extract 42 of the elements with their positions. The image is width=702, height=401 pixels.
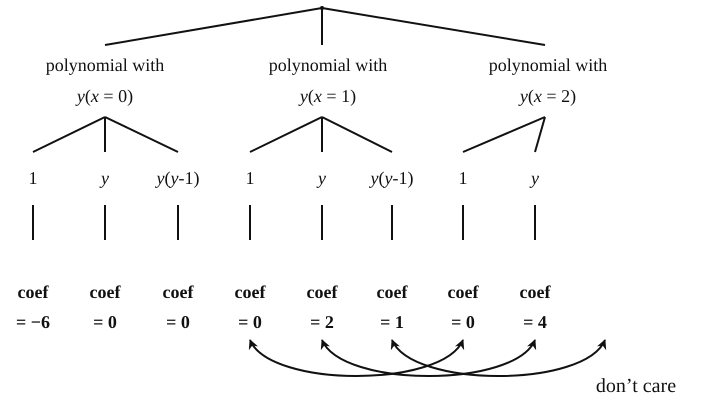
term-label: y <box>531 168 539 190</box>
tree-line <box>104 116 178 153</box>
coefficient-label: coef = 0 <box>234 280 267 334</box>
coefficient-label: coef = 0 <box>88 280 122 334</box>
node-label: polynomial with y(x = 0) <box>44 54 166 108</box>
coefficient-label: coef = 1 <box>376 280 409 334</box>
curved-arrow <box>249 339 464 377</box>
tree-line <box>321 8 323 45</box>
tree-line <box>104 117 106 152</box>
tree-line <box>321 205 323 240</box>
curved-arrow <box>321 339 536 377</box>
tree-line <box>322 7 546 46</box>
term-label: y <box>101 168 109 190</box>
tree-line <box>104 7 322 46</box>
coefficient-label: coef = 0 <box>162 280 195 334</box>
coefficient-label: coef = 2 <box>306 280 339 334</box>
term-label: y <box>318 168 326 190</box>
tree-line <box>534 205 536 240</box>
coefficient-label: coef = 4 <box>518 280 552 334</box>
tree-line <box>32 116 106 153</box>
term-label: 1 <box>458 168 468 190</box>
term-label: 1 <box>28 168 38 190</box>
coefficient-label: coef = 0 <box>446 280 480 334</box>
tree-line <box>32 205 34 240</box>
term-label: y(y-1) <box>156 168 200 190</box>
curved-arrow <box>391 339 606 377</box>
tree-line <box>322 116 392 153</box>
note-label: don’t care <box>596 374 676 398</box>
term-label: y(y-1) <box>370 168 414 190</box>
tree-line <box>534 116 546 152</box>
tree-line <box>249 205 251 240</box>
node-label: polynomial with y(x = 2) <box>488 54 608 108</box>
term-label: 1 <box>246 168 254 190</box>
coefficient-label: coef = −6 <box>14 280 51 334</box>
tree-line <box>462 205 464 240</box>
tree-line <box>104 205 106 240</box>
tree-line <box>321 117 323 152</box>
node-label: polynomial with y(x = 1) <box>268 54 388 108</box>
tree-line <box>177 205 179 240</box>
tree-line <box>391 205 393 240</box>
tree-line <box>462 116 546 153</box>
tree-line <box>250 116 322 153</box>
